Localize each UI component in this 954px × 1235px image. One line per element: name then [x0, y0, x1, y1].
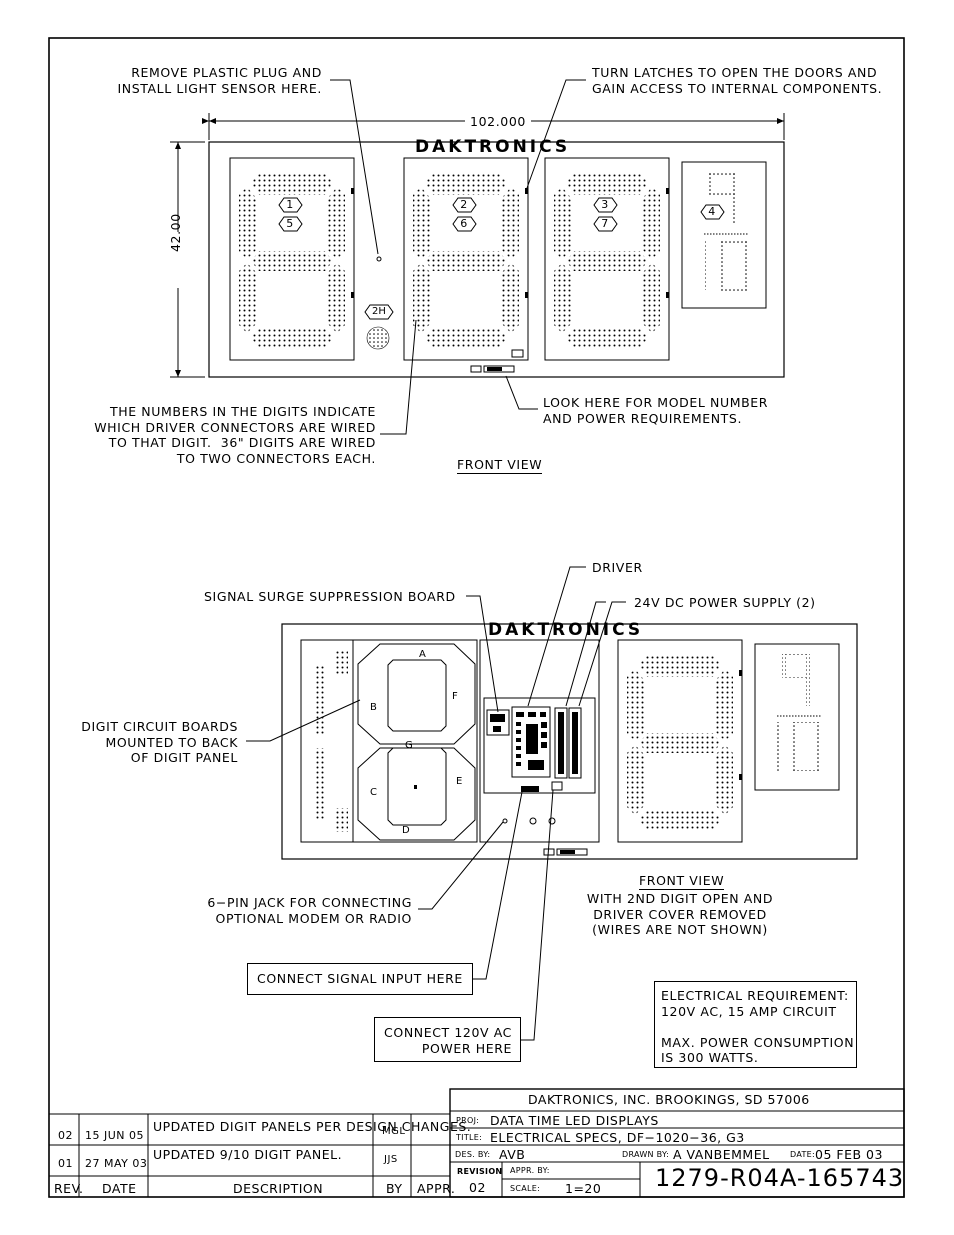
small-9-digit	[709, 172, 737, 224]
circuit-board-outline	[357, 643, 476, 841]
tb-date-label: DATE:	[790, 1150, 816, 1159]
top-cabinet	[208, 141, 785, 378]
callout-signal-input-text: CONNECT SIGNAL INPUT HERE	[257, 971, 463, 986]
tb-title-label: TITLE:	[456, 1133, 483, 1142]
dimension-width: 102.000	[465, 114, 531, 130]
segment-f: F	[452, 691, 459, 702]
callout-electrical-text: ELECTRICAL REQUIREMENT: 120V AC, 15 AMP …	[661, 988, 855, 1065]
tb-scale-label: SCALE:	[510, 1184, 541, 1193]
connector-hex-7	[593, 216, 618, 232]
dimension-height: 42.00	[168, 213, 183, 252]
title-block-lines	[48, 1088, 905, 1198]
note-light-sensor: REMOVE PLASTIC PLUG AND INSTALL LIGHT SE…	[117, 65, 322, 96]
rev-header-appr: APPR.	[417, 1181, 456, 1196]
tb-date: 05 FEB 03	[815, 1147, 883, 1162]
callout-signal-input: CONNECT SIGNAL INPUT HERE	[247, 963, 473, 995]
rev-02-date: 15 JUN 05	[85, 1129, 145, 1142]
connector-hex-4	[700, 204, 725, 220]
brand-logo-bottom: DAKTRONICS	[488, 620, 644, 640]
connector-hex-5	[278, 216, 303, 232]
segment-c: C	[370, 787, 378, 798]
tb-des-label: DES. BY:	[455, 1150, 491, 1159]
tb-revision: 02	[469, 1180, 486, 1195]
callout-power-text: CONNECT 120V AC POWER HERE	[384, 1025, 512, 1056]
tb-title: ELECTRICAL SPECS, DF−1020−36, G3	[490, 1130, 745, 1145]
tb-drawn-label: DRAWN BY:	[622, 1150, 670, 1159]
tb-des: AVB	[499, 1147, 526, 1162]
view-title-front-open: FRONT VIEW	[639, 873, 725, 890]
segment-a: A	[419, 649, 427, 660]
rev-02-by: MGL	[382, 1126, 406, 1137]
tb-drawing-number: 1279-R04A-165743	[655, 1164, 905, 1192]
note-latches: TURN LATCHES TO OPEN THE DOORS AND GAIN …	[592, 65, 883, 96]
rev-header-date: DATE	[102, 1181, 137, 1196]
connector-hex-2	[452, 197, 477, 213]
segment-b: B	[370, 702, 378, 713]
note-digit-numbers: THE NUMBERS IN THE DIGITS INDICATE WHICH…	[94, 404, 376, 466]
connector-2h: 2H	[372, 306, 386, 317]
tb-proj: DATA TIME LED DISPLAYS	[490, 1113, 659, 1128]
connector-4: 4	[708, 205, 716, 218]
connector-hex-2h	[364, 304, 394, 320]
small-10-digit	[703, 240, 747, 291]
dimension-height-wrap: 42.00	[168, 212, 184, 252]
tb-drawn: A VANBEMMEL	[673, 1147, 770, 1162]
note-power-supply: 24V DC POWER SUPPLY (2)	[634, 595, 816, 610]
note-driver: DRIVER	[592, 560, 643, 575]
note-modem-jack: 6−PIN JACK FOR CONNECTING OPTIONAL MODEM…	[207, 895, 412, 926]
rev-01-date: 27 MAY 03	[85, 1157, 148, 1170]
note-model-number: LOOK HERE FOR MODEL NUMBER AND POWER REQ…	[543, 395, 769, 426]
rev-01-desc: UPDATED 9/10 DIGIT PANEL.	[153, 1147, 343, 1162]
connector-6: 6	[460, 217, 468, 230]
rev-header-desc: DESCRIPTION	[233, 1181, 324, 1196]
rev-01-rev: 01	[58, 1157, 73, 1170]
rev-02-desc: UPDATED DIGIT PANELS PER DESIGN CHANGES.	[153, 1119, 472, 1134]
connector-7: 7	[601, 217, 609, 230]
callout-electrical: ELECTRICAL REQUIREMENT: 120V AC, 15 AMP …	[654, 981, 857, 1068]
note-surge-board: SIGNAL SURGE SUPPRESSION BOARD	[204, 589, 456, 604]
connector-1: 1	[286, 198, 294, 211]
view-title-front: FRONT VIEW	[457, 457, 543, 474]
connector-5: 5	[286, 217, 294, 230]
rev-01-by: JJS	[384, 1154, 398, 1165]
note-front-view-open: WITH 2ND DIGIT OPEN AND DRIVER COVER REM…	[586, 891, 774, 937]
note-circuit-boards: DIGIT CIRCUIT BOARDS MOUNTED TO BACK OF …	[81, 719, 238, 765]
tb-appr-label: APPR. BY:	[510, 1166, 550, 1175]
tb-scale: 1=20	[565, 1181, 602, 1196]
connector-2: 2	[460, 198, 468, 211]
tb-company: DAKTRONICS, INC. BROOKINGS, SD 57006	[528, 1092, 810, 1107]
segment-e: E	[456, 776, 463, 787]
connector-3: 3	[601, 198, 609, 211]
connector-hex-6	[452, 216, 477, 232]
tb-revision-label: REVISION	[457, 1167, 503, 1176]
rev-header-rev: REV.	[54, 1181, 84, 1196]
bottom-cabinet	[281, 623, 858, 860]
segment-g: G	[405, 740, 414, 751]
connector-hex-1	[278, 197, 303, 213]
connector-hex-3	[593, 197, 618, 213]
rev-header-by: BY	[386, 1181, 403, 1196]
segment-d: D	[402, 825, 411, 836]
tb-proj-label: PROJ:	[456, 1116, 480, 1125]
brand-logo-top: DAKTRONICS	[415, 137, 571, 157]
rev-02-rev: 02	[58, 1129, 73, 1142]
callout-power: CONNECT 120V AC POWER HERE	[374, 1017, 521, 1062]
